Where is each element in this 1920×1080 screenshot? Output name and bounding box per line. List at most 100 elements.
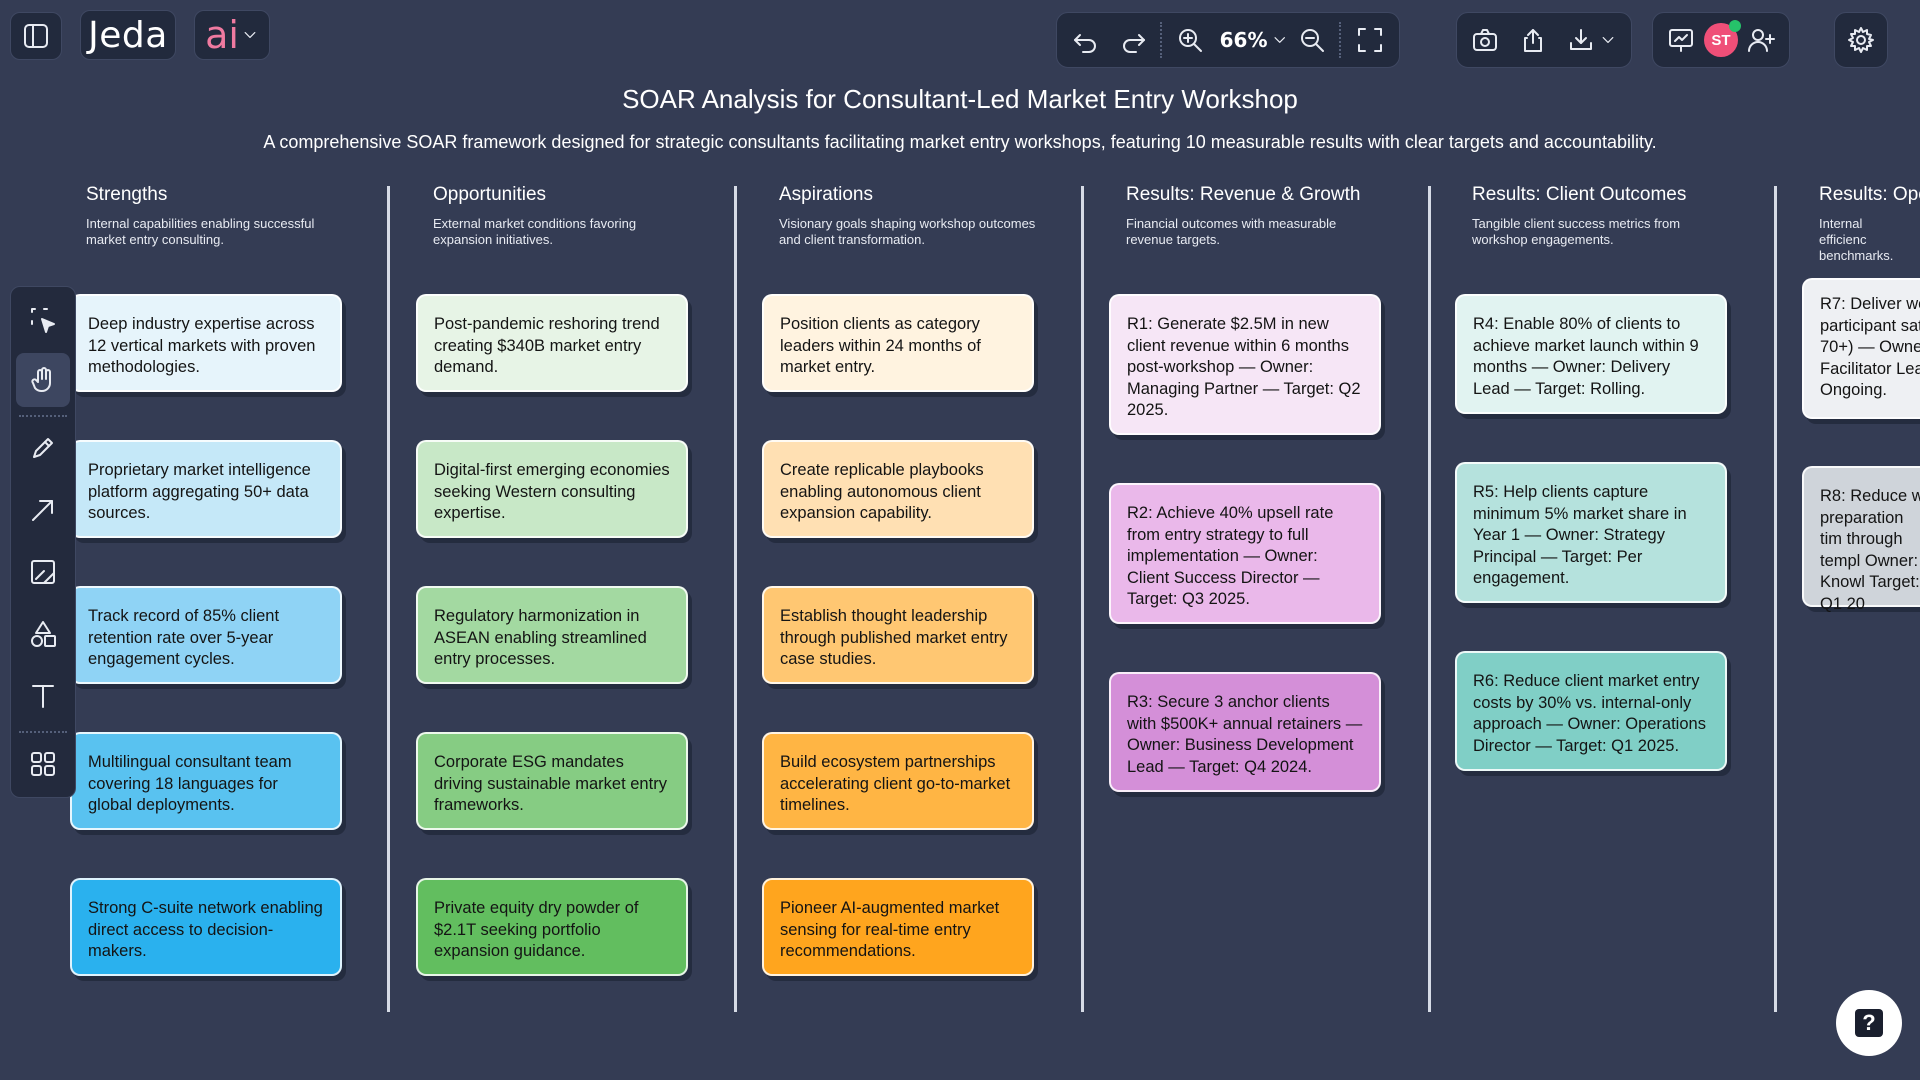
card-text: R1: Generate $2.5M in new client revenue… [1127, 315, 1361, 419]
redo-icon[interactable] [1110, 14, 1157, 66]
jeda-logo[interactable]: Jeda [80, 10, 176, 60]
card-text: R5: Help clients capture minimum 5% mark… [1473, 483, 1687, 587]
column-header-opportunities: Opportunities External market conditions… [433, 184, 693, 248]
presentation-icon[interactable] [1657, 14, 1704, 66]
select-tool[interactable] [16, 293, 70, 347]
sticky-note[interactable]: R3: Secure 3 anchor clients with $500K+ … [1109, 672, 1381, 792]
avatar[interactable]: ST [1704, 20, 1741, 57]
sticky-note[interactable]: Establish thought leadership through pub… [762, 586, 1034, 684]
column-divider [1774, 186, 1777, 1012]
ai-menu-button[interactable]: ai [194, 10, 270, 60]
zoom-in-icon[interactable] [1167, 14, 1214, 66]
card-text: R4: Enable 80% of clients to achieve mar… [1473, 315, 1699, 398]
sticky-note[interactable]: Digital-first emerging economies seeking… [416, 440, 688, 538]
shapes-tool[interactable] [16, 607, 70, 661]
sticky-note[interactable]: Pioneer AI-augmented market sensing for … [762, 878, 1034, 976]
logo-text: Jeda [88, 14, 168, 56]
clipped-column-area: R7: Deliver wo participant sat 70+) — Ow… [1800, 270, 1920, 630]
sticky-note[interactable]: Strong C-suite network enabling direct a… [70, 878, 342, 976]
column-description: External market conditions favoring expa… [433, 216, 637, 247]
sticky-note[interactable]: Corporate ESG mandates driving sustainab… [416, 732, 688, 830]
arrow-tool[interactable] [16, 483, 70, 537]
column-divider [387, 186, 390, 1012]
sticky-note[interactable]: R8: Reduce w preparation tim through tem… [1802, 466, 1920, 613]
grid-icon [31, 752, 55, 776]
sidebar-toggle-button[interactable] [10, 12, 62, 60]
fit-screen-icon[interactable] [1346, 14, 1393, 66]
sticky-note[interactable]: R7: Deliver wo participant sat 70+) — Ow… [1802, 278, 1920, 419]
sticky-note[interactable]: Position clients as category leaders wit… [762, 294, 1034, 392]
export-toolbar [1456, 12, 1632, 68]
column-description: Visionary goals shaping workshop outcome… [779, 216, 1036, 247]
card-text: Proprietary market intelligence platform… [88, 461, 311, 522]
column-description: Financial outcomes with measurable reven… [1126, 216, 1337, 247]
card-text: Track record of 85% client retention rat… [88, 607, 280, 668]
ai-label: ai [205, 13, 239, 57]
chevron-down-icon[interactable] [1599, 31, 1617, 49]
text-tool[interactable] [16, 669, 70, 723]
help-button[interactable]: ? [1836, 990, 1902, 1056]
sticky-note[interactable]: Multilingual consultant team covering 18… [70, 732, 342, 830]
card-text: Pioneer AI-augmented market sensing for … [780, 899, 1000, 960]
card-text: R8: Reduce w preparation tim through tem… [1820, 487, 1920, 613]
history-zoom-toolbar: 66% [1056, 12, 1400, 68]
download-icon[interactable] [1557, 14, 1605, 66]
help-question-icon: ? [1855, 1009, 1883, 1037]
camera-icon[interactable] [1461, 14, 1509, 66]
card-text: Private equity dry powder of $2.1T seeki… [434, 899, 639, 960]
divider [19, 731, 67, 733]
chevron-down-icon[interactable] [1271, 31, 1288, 49]
card-text: Build ecosystem partnerships acceleratin… [780, 753, 1011, 814]
sticky-note[interactable]: Regulatory harmonization in ASEAN enabli… [416, 586, 688, 684]
card-text: Regulatory harmonization in ASEAN enabli… [434, 607, 647, 668]
pen-tool[interactable] [16, 421, 70, 475]
column-header-aspirations: Aspirations Visionary goals shaping work… [779, 184, 1039, 248]
column-divider [1428, 186, 1431, 1012]
sticky-note[interactable]: Post-pandemic reshoring trend creating $… [416, 294, 688, 392]
card-text: R6: Reduce client market entry costs by … [1473, 672, 1706, 755]
sticky-note-tool[interactable] [16, 545, 70, 599]
column-header-results-revenue: Results: Revenue & Growth Financial outc… [1126, 184, 1386, 248]
card-text: Post-pandemic reshoring trend creating $… [434, 315, 660, 376]
add-user-icon[interactable] [1738, 14, 1785, 66]
share-upload-icon[interactable] [1509, 14, 1557, 66]
text-icon [32, 685, 54, 708]
sticky-note[interactable]: R5: Help clients capture minimum 5% mark… [1455, 462, 1727, 603]
collaboration-toolbar: ST [1652, 12, 1790, 68]
divider [19, 415, 67, 417]
sidebar-panel-icon [24, 24, 48, 48]
sticky-note[interactable]: Proprietary market intelligence platform… [70, 440, 342, 538]
column-title: Results: Revenue & Growth [1126, 184, 1361, 205]
sticky-note[interactable]: R1: Generate $2.5M in new client revenue… [1109, 294, 1381, 435]
column-description: Internal efficienc benchmarks. [1819, 216, 1894, 263]
zoom-level[interactable]: 66% [1219, 28, 1268, 52]
avatar-initials: ST [1711, 31, 1731, 49]
column-divider [1081, 186, 1084, 1012]
templates-tool[interactable] [16, 737, 70, 791]
card-text: R7: Deliver wo participant sat 70+) — Ow… [1820, 295, 1920, 399]
card-text: R2: Achieve 40% upsell rate from entry s… [1127, 504, 1334, 608]
column-title: Results: Ope [1819, 184, 1920, 205]
column-title: Results: Client Outcomes [1472, 184, 1687, 205]
sticky-note[interactable]: Build ecosystem partnerships acceleratin… [762, 732, 1034, 830]
sticky-note[interactable]: Create replicable playbooks enabling aut… [762, 440, 1034, 538]
sticky-note[interactable]: R6: Reduce client market entry costs by … [1455, 651, 1727, 771]
undo-icon[interactable] [1063, 14, 1110, 66]
sticky-note[interactable]: Track record of 85% client retention rat… [70, 586, 342, 684]
hand-tool[interactable] [16, 353, 70, 407]
settings-button[interactable] [1834, 12, 1888, 68]
online-status-dot [1728, 20, 1741, 32]
sticky-note[interactable]: Private equity dry powder of $2.1T seeki… [416, 878, 688, 976]
shapes-icon [31, 621, 56, 647]
gear-icon [1848, 27, 1874, 53]
zoom-out-icon[interactable] [1289, 14, 1336, 66]
sticky-note[interactable]: R4: Enable 80% of clients to achieve mar… [1455, 294, 1727, 414]
select-cursor-icon [31, 308, 55, 333]
card-text: Corporate ESG mandates driving sustainab… [434, 753, 667, 814]
sticky-note[interactable]: Deep industry expertise across 12 vertic… [70, 294, 342, 392]
board-subtitle: A comprehensive SOAR framework designed … [263, 132, 1657, 152]
card-text: Deep industry expertise across 12 vertic… [88, 315, 316, 376]
column-header-results-client: Results: Client Outcomes Tangible client… [1472, 184, 1732, 248]
sticky-note[interactable]: R2: Achieve 40% upsell rate from entry s… [1109, 483, 1381, 624]
column-description: Tangible client success metrics from wor… [1472, 216, 1681, 247]
